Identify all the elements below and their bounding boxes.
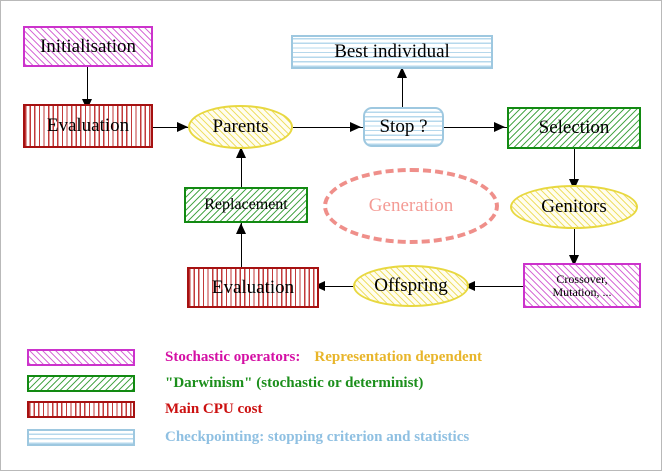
legend-label-main-cpu-cost: Main CPU cost	[165, 400, 263, 417]
connector-parents-stop	[293, 127, 363, 128]
arrowhead-up-parents	[236, 147, 246, 158]
connector-evaluation-replacement	[241, 223, 242, 267]
arrowhead-right-parents	[177, 122, 188, 132]
node-crossover-label-line1: Crossover,	[556, 271, 608, 286]
legend-swatch-diagonal-forward-magenta-icon	[27, 348, 135, 366]
legend-label-checkpointing: Checkpointing: stopping criterion and st…	[165, 428, 470, 445]
connector-evaluation-parents	[153, 127, 191, 128]
node-initialisation[interactable]: Initialisation	[23, 26, 153, 67]
arrowhead-down-crossover	[569, 255, 579, 266]
legend-row-checkpointing: Checkpointing: stopping criterion and st…	[27, 427, 469, 447]
node-evaluation-bottom-label: Evaluation	[211, 276, 295, 298]
legend-row-darwinism: "Darwinism" (stochastic or determinist)	[27, 373, 423, 393]
legend-label-darwinism: "Darwinism" (stochastic or determinist)	[165, 374, 424, 391]
node-genitors-label: Genitors	[541, 196, 607, 218]
arrowhead-up-best	[397, 67, 407, 78]
node-stop[interactable]: Stop ?	[363, 107, 444, 147]
node-generation-label: Generation	[368, 195, 454, 216]
node-evaluation-top[interactable]: Evaluation	[23, 104, 153, 148]
connector-selection-genitors	[574, 149, 575, 185]
node-crossover-label-line2: Mutation, ...	[552, 284, 612, 299]
node-replacement[interactable]: Replacement	[184, 187, 308, 223]
node-evaluation-bottom[interactable]: Evaluation	[187, 267, 319, 308]
arrowhead-right-selection	[494, 122, 505, 132]
connector-replacement-parents	[241, 147, 242, 187]
node-replacement-label: Replacement	[204, 195, 288, 213]
legend-label-representation-dependent: Representation dependent	[314, 348, 483, 365]
arrowhead-left-evaluation	[314, 281, 325, 291]
node-crossover-mutation[interactable]: Crossover, Mutation, ...	[523, 263, 641, 308]
node-generation: Generation	[323, 168, 499, 244]
node-parents[interactable]: Parents	[188, 105, 293, 149]
legend-swatch-vertical-red-icon	[27, 400, 135, 418]
legend-swatch-diagonal-backward-green-icon	[27, 374, 135, 392]
node-best-individual[interactable]: Best individual	[291, 35, 493, 69]
arrowhead-right-stop	[350, 122, 361, 132]
node-stop-label: Stop ?	[379, 116, 428, 138]
node-selection[interactable]: Selection	[507, 107, 641, 149]
legend-row-cpu-cost: Main CPU cost	[27, 399, 263, 419]
node-selection-label: Selection	[538, 117, 610, 139]
node-offspring[interactable]: Offspring	[353, 265, 469, 307]
node-offspring-label: Offspring	[374, 275, 448, 297]
legend-row-stochastic: Stochastic operators: Representation dep…	[27, 347, 482, 367]
arrowhead-left-offspring	[464, 281, 475, 291]
connector-offspring-evaluation	[319, 286, 367, 287]
node-initialisation-label: Initialisation	[39, 35, 137, 57]
connector-genitors-crossover	[574, 229, 575, 263]
node-evaluation-top-label: Evaluation	[46, 115, 130, 137]
connector-stop-selection	[444, 127, 507, 128]
connector-crossover-offspring	[469, 286, 523, 287]
arrowhead-up-replacement	[236, 223, 246, 234]
node-genitors[interactable]: Genitors	[510, 185, 638, 229]
connector-stop-best	[402, 69, 403, 107]
node-best-individual-label: Best individual	[334, 41, 450, 63]
legend-label-stochastic-operators: Stochastic operators:	[165, 348, 301, 365]
connector-initialisation-evaluation	[87, 67, 88, 103]
legend-swatch-horizontal-blue-icon	[27, 428, 135, 446]
node-parents-label: Parents	[212, 116, 269, 138]
